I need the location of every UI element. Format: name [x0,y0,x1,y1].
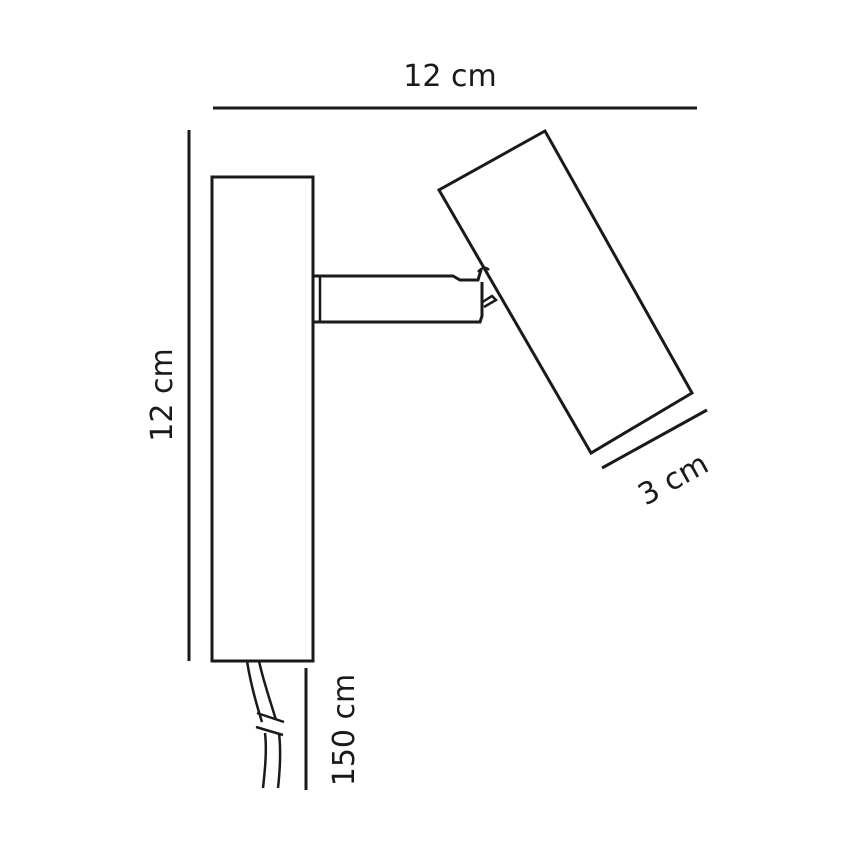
cable-length-dimension: 150 cm [304,668,362,790]
width-dimension: 12 cm [213,59,697,110]
head-diameter-line [601,408,708,470]
wall-base [210,175,315,663]
head-diameter-label: 3 cm [632,446,714,513]
cable [245,660,285,789]
cable-length-label: 150 cm [327,674,362,787]
height-dimension-label: 12 cm [145,348,180,441]
arm [313,266,499,324]
width-dimension-label: 12 cm [403,59,496,94]
lamp-head [436,128,695,456]
head-diameter-dimension: 3 cm [601,408,714,513]
height-dimension: 12 cm [145,130,191,661]
